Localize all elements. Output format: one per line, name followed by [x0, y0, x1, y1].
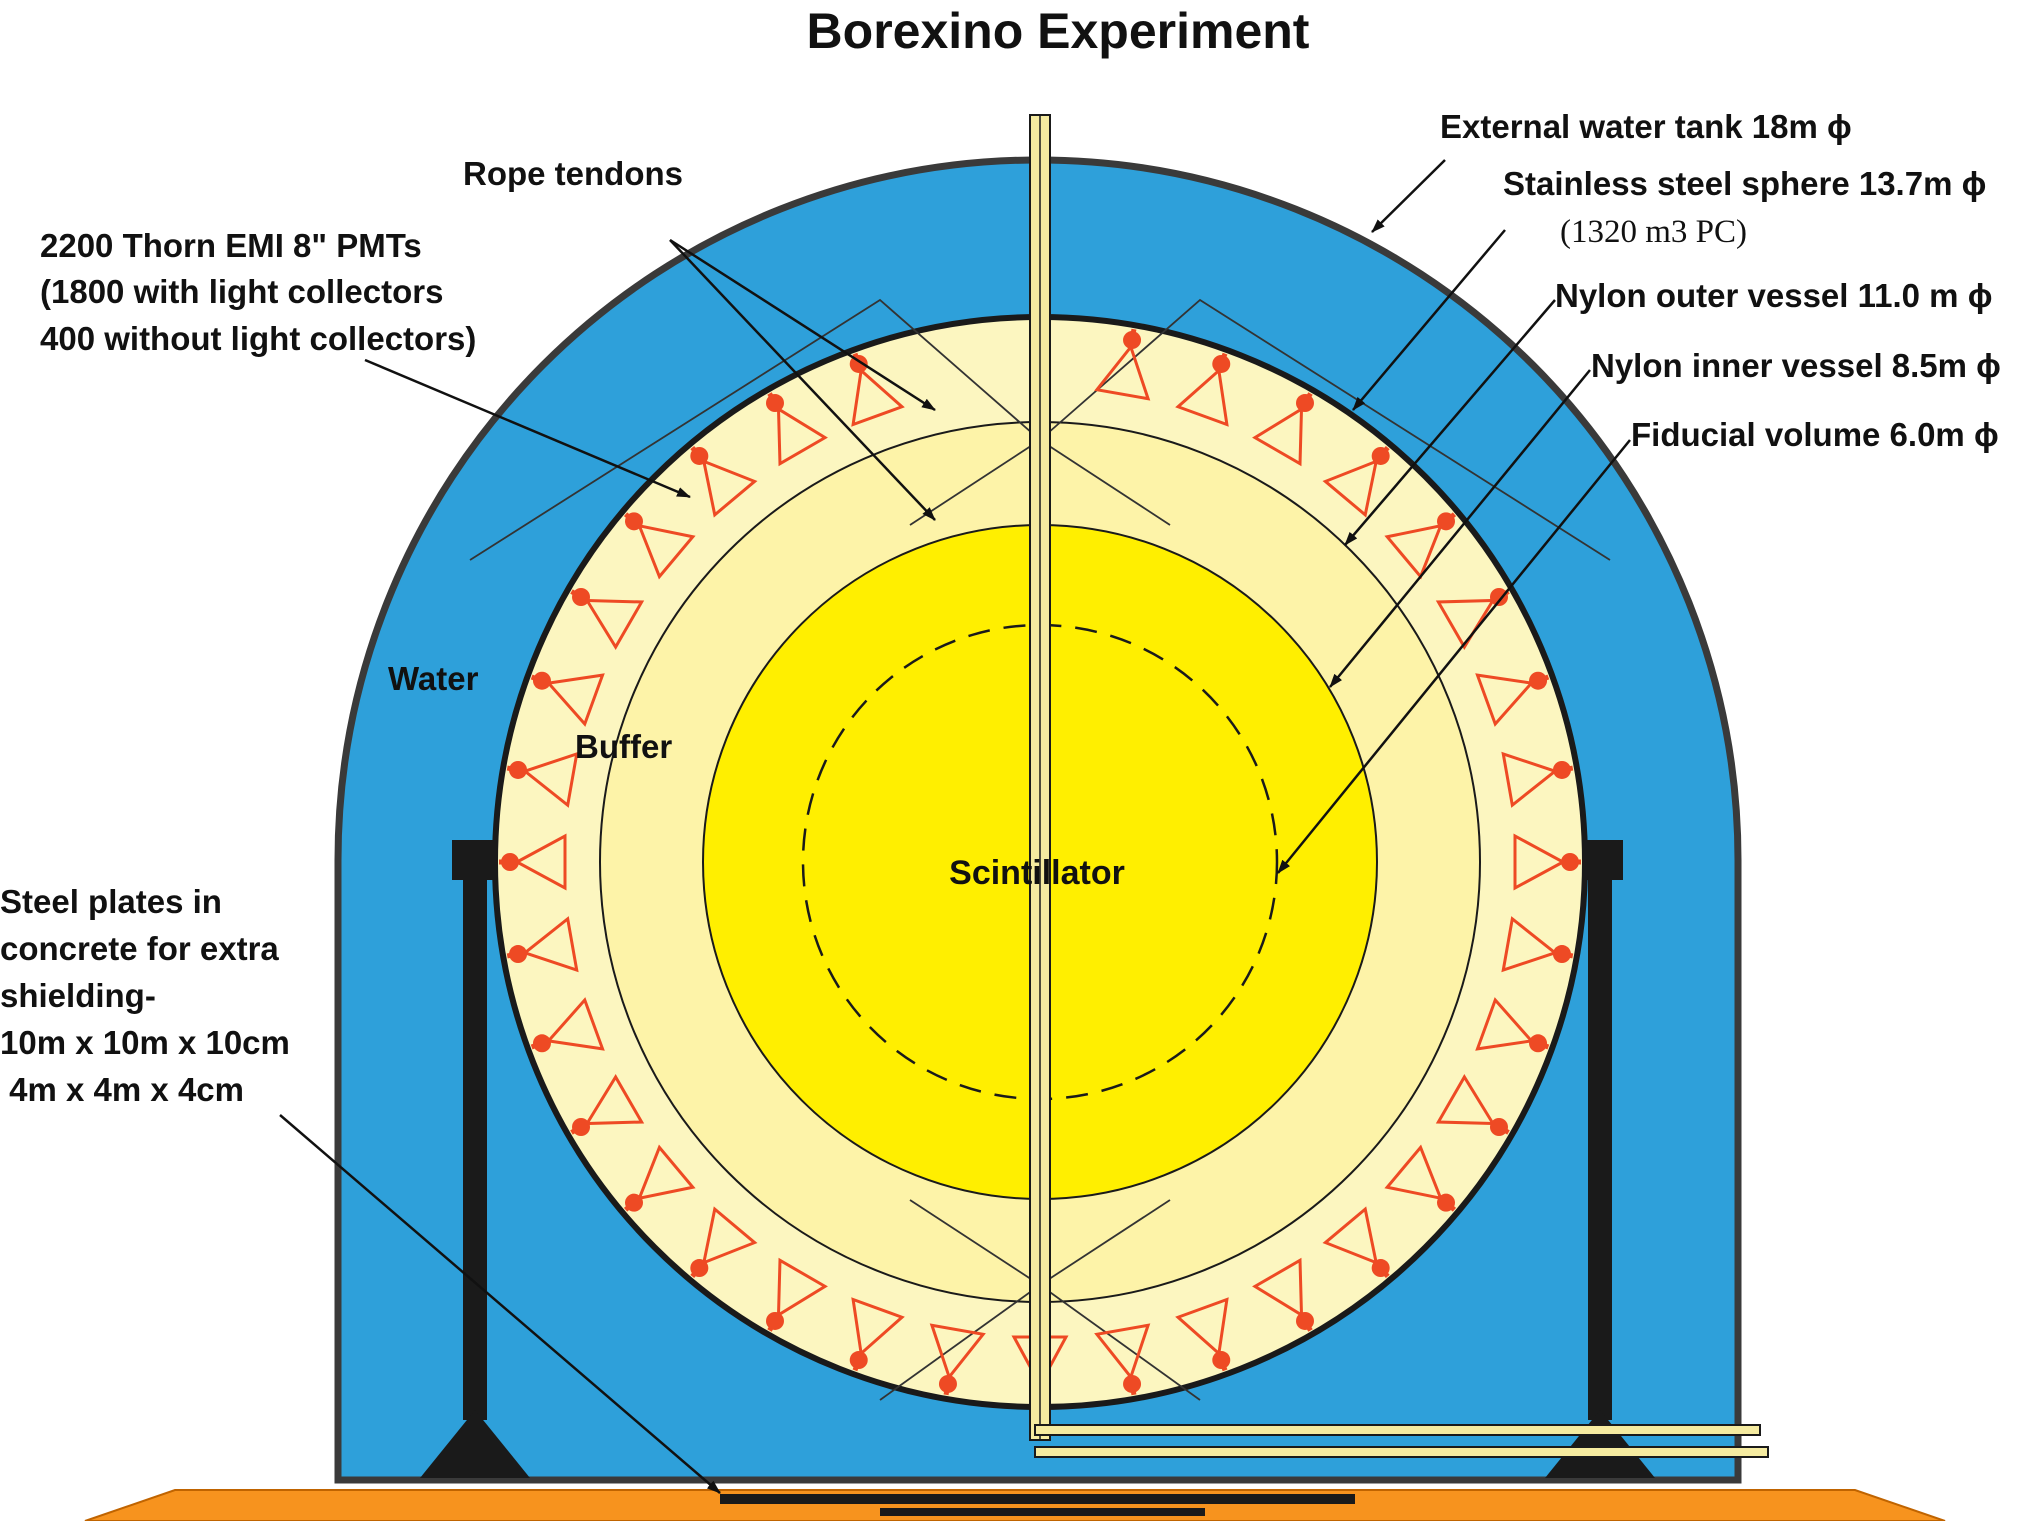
- rope-tendons: [469, 298, 1611, 1401]
- pmt: [766, 1257, 828, 1332]
- pmt: [1175, 352, 1231, 427]
- horizontal-pipes: [1034, 1424, 1769, 1458]
- label-pmts-line3: 400 without light collectors): [40, 320, 476, 357]
- pmt: [499, 833, 567, 891]
- pmt: [530, 997, 605, 1053]
- pmt: [766, 392, 828, 467]
- label-water-tank: External water tank 18m ϕ: [1440, 108, 1852, 145]
- pmt: [1384, 512, 1457, 580]
- pmt-ring: [499, 328, 1581, 1403]
- pmt: [1475, 997, 1550, 1053]
- pmt: [1513, 833, 1581, 891]
- label-buffer: Buffer: [575, 728, 672, 765]
- pmt: [570, 1074, 645, 1136]
- label-fiducial: Fiducial volume 6.0m ϕ: [1631, 416, 1999, 453]
- pmt: [1094, 1323, 1151, 1396]
- pmt: [1475, 671, 1550, 727]
- pmt: [1094, 328, 1151, 401]
- pmt: [1501, 916, 1574, 973]
- pmt: [623, 512, 696, 580]
- leader-arrows: [279, 159, 1631, 1494]
- pmt: [849, 1297, 905, 1372]
- pmt: [1322, 1206, 1390, 1279]
- pmt: [1501, 751, 1574, 808]
- label-pmts-line1: 2200 Thorn EMI 8" PMTs: [40, 227, 422, 264]
- label-steel-plates-line2: concrete for extra: [0, 930, 279, 967]
- pmt: [506, 916, 579, 973]
- label-steel-plates-line1: Steel plates in: [0, 883, 222, 920]
- label-scintillator: Scintillator: [949, 854, 1125, 892]
- pmt: [1322, 445, 1390, 518]
- label-steel-plates-line3: shielding-: [0, 977, 156, 1014]
- steel-plates: [720, 1494, 1355, 1516]
- pmt: [690, 1206, 758, 1279]
- pmt: [506, 751, 579, 808]
- pmt: [623, 1144, 696, 1212]
- label-outer-vessel: Nylon outer vessel 11.0 m ϕ: [1555, 277, 1992, 314]
- label-pmts-line2: (1800 with light collectors: [40, 273, 443, 310]
- concrete-floor: [84, 1489, 1946, 1521]
- label-steel-plates-line4: 10m x 10m x 10cm: [0, 1024, 290, 1061]
- label-steel-sphere-note: (1320 m3 PC): [1560, 214, 1747, 250]
- label-water: Water: [388, 660, 479, 697]
- diagram-title: Borexino Experiment: [807, 3, 1310, 59]
- pmt: [929, 1323, 986, 1396]
- pmt: [570, 588, 645, 650]
- label-inner-vessel: Nylon inner vessel 8.5m ϕ: [1591, 347, 2001, 384]
- pmt: [1252, 1257, 1314, 1332]
- vertical-pipe: [1029, 114, 1051, 1441]
- pmt: [1384, 1144, 1457, 1212]
- label-rope-tendons: Rope tendons: [463, 155, 683, 192]
- pmt: [530, 671, 605, 727]
- pmt: [1435, 1074, 1510, 1136]
- pmt: [1175, 1297, 1231, 1372]
- label-steel-plates-line5: 4m x 4m x 4cm: [0, 1071, 244, 1108]
- label-steel-sphere: Stainless steel sphere 13.7m ϕ: [1503, 165, 1986, 202]
- pmt: [690, 445, 758, 518]
- pmt: [1252, 392, 1314, 467]
